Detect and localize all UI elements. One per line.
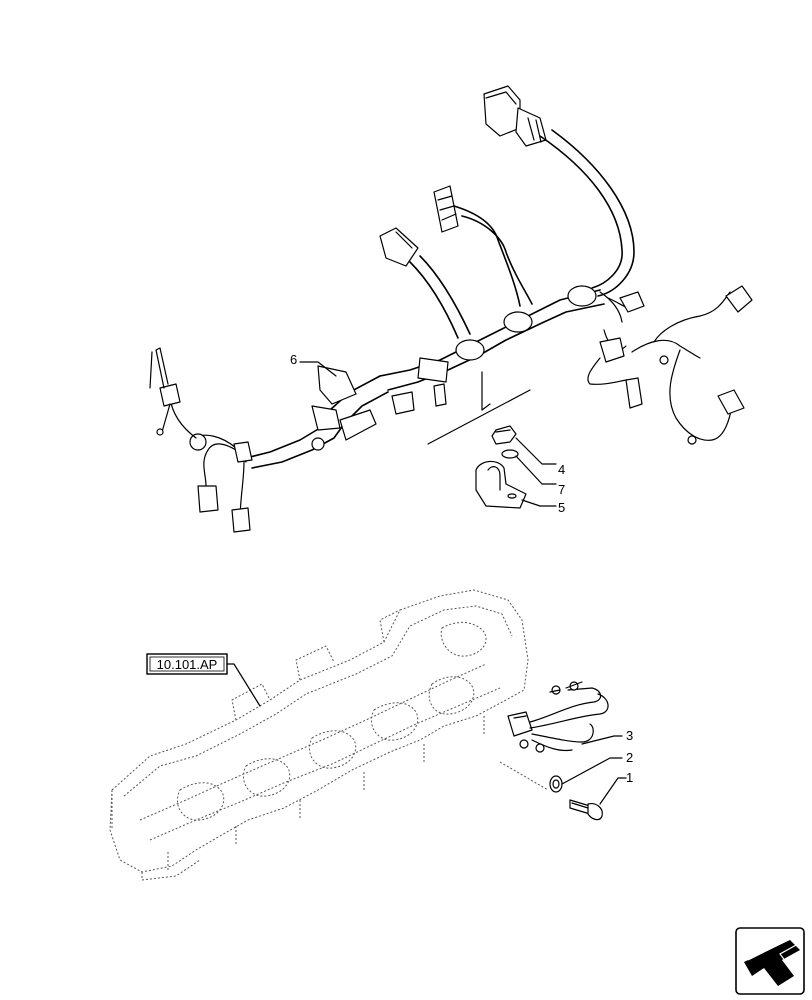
callout-5[interactable]: 5 <box>558 500 565 515</box>
callout-2[interactable]: 2 <box>626 750 633 765</box>
injector-harness <box>507 681 609 753</box>
leader-5 <box>521 499 557 507</box>
upper-connector-2 <box>379 227 419 267</box>
leader-6 <box>299 361 337 377</box>
arrow-navigation-icon[interactable] <box>735 927 805 995</box>
nut <box>491 425 517 445</box>
callout-3[interactable]: 3 <box>626 728 633 743</box>
wiring-harness <box>149 85 753 533</box>
engine-block-phantom <box>109 589 529 881</box>
reference-box[interactable]: 10.101.AP <box>146 653 228 675</box>
leader-7 <box>515 455 557 485</box>
screw <box>569 799 603 821</box>
reference-leader <box>226 663 261 707</box>
clamp <box>475 460 527 509</box>
assembly-dashed-line <box>499 761 549 791</box>
callout-4[interactable]: 4 <box>558 462 565 477</box>
reference-label: 10.101.AP <box>157 657 218 672</box>
leader-4 <box>515 437 557 465</box>
washer-2 <box>549 775 563 793</box>
callout-1[interactable]: 1 <box>626 770 633 785</box>
main-connector <box>483 85 547 147</box>
mounting-reference-lines <box>427 371 531 445</box>
leader-3 <box>581 735 623 745</box>
leader-2 <box>561 757 623 785</box>
callout-7[interactable]: 7 <box>558 482 565 497</box>
callout-6[interactable]: 6 <box>290 352 297 367</box>
leader-1 <box>599 777 627 805</box>
upper-connector-1 <box>433 185 459 233</box>
washer <box>501 449 519 459</box>
